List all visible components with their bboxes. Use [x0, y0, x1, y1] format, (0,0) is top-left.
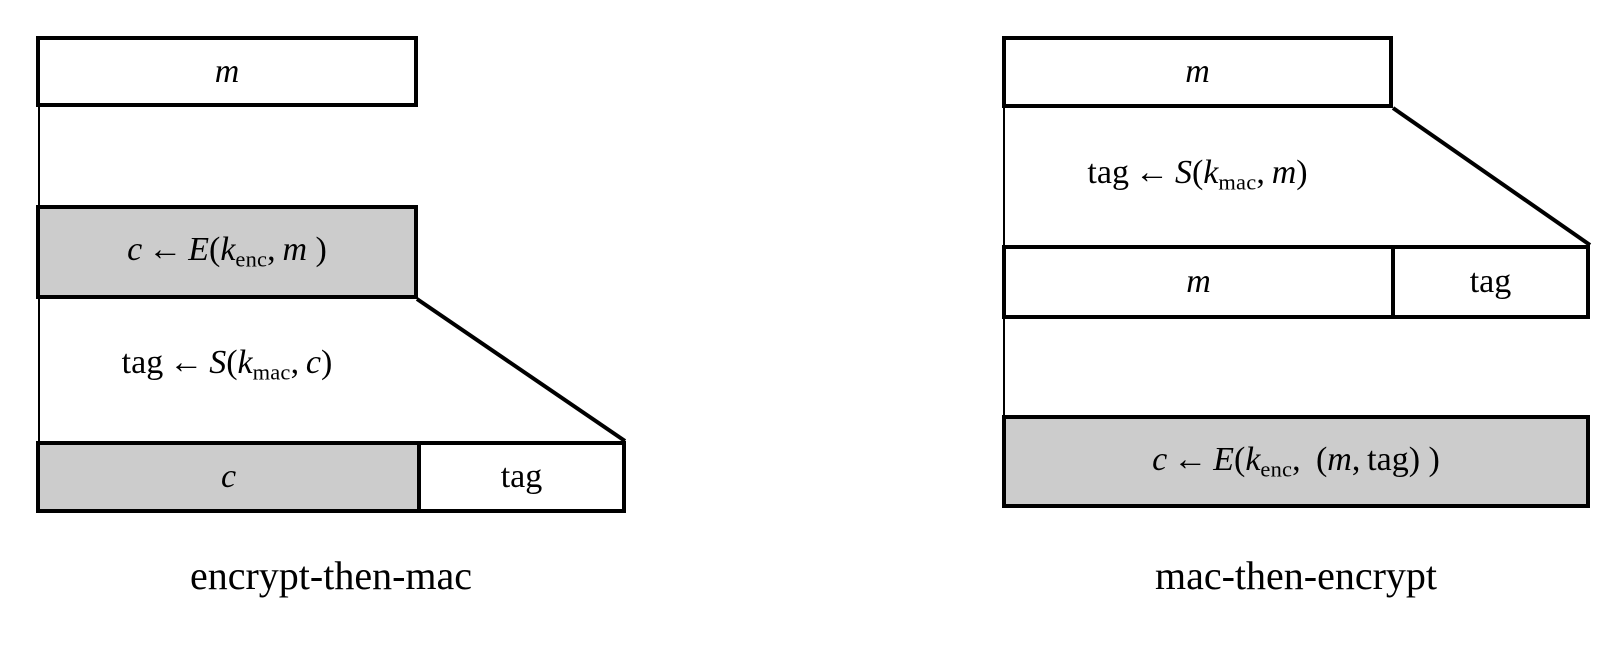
right-encrypt-arrow: ←	[1173, 440, 1208, 478]
left-mac-arg: c	[305, 344, 322, 382]
right-mac-arrow: ←	[1134, 154, 1169, 192]
right-encrypt-key-subscript: enc	[1260, 455, 1293, 481]
left-encrypt-key: k	[220, 231, 236, 269]
right-encrypt-expression: c←E(kenc, (m, tag) )	[1152, 440, 1440, 481]
left-funnel-stem-lower	[38, 297, 40, 443]
right-encrypt-key: k	[1245, 440, 1261, 478]
right-encrypt-fn: E	[1213, 440, 1234, 478]
right-mac-key-subscript: mac	[1218, 169, 1257, 195]
left-output-ciphertext-label: c	[220, 458, 237, 495]
right-mac-expression: tag←S(kmac, m)	[1087, 156, 1307, 194]
right-middle-tag-cell: tag	[1395, 249, 1586, 315]
left-funnel-stem-upper	[38, 105, 40, 207]
right-encrypt-arg-comma: ,	[1351, 440, 1361, 478]
left-encrypt-box: c←E(kenc, m )	[36, 205, 418, 299]
right-caption: mac-then-encrypt	[1154, 553, 1438, 598]
right-encrypt-open-paren: (	[1233, 440, 1246, 478]
left-output-tag-label: tag	[500, 458, 543, 495]
left-encrypt-expression: c←E(kenc, m )	[127, 233, 327, 271]
right-encrypt-box: c←E(kenc, (m, tag) )	[1002, 415, 1590, 508]
right-message-label: m	[1185, 53, 1210, 90]
right-encrypt-comma: ,	[1292, 440, 1301, 478]
left-encrypt-arrow: ←	[148, 231, 183, 269]
right-encrypt-lhs: c	[1152, 440, 1168, 478]
right-mac-arg: m	[1271, 154, 1297, 192]
right-encrypt-arg-open-paren: (	[1315, 440, 1328, 478]
left-output-ciphertext-cell: c	[40, 445, 421, 509]
left-mac-step-label: tag←S(kmac, c)	[36, 330, 418, 400]
right-middle-tag-label: tag	[1469, 263, 1512, 300]
left-mac-comma: ,	[290, 344, 300, 382]
right-middle-message-label: m	[1186, 263, 1211, 300]
left-encrypt-fn: E	[188, 231, 209, 269]
mac-then-encrypt-diagram: m tag←S(kmac, m) m tag c←E(kenc, (m, tag…	[800, 0, 1614, 648]
left-mac-expression: tag←S(kmac, c)	[122, 346, 333, 384]
left-output-tag-cell: tag	[421, 445, 622, 509]
right-mac-open-paren: (	[1191, 154, 1204, 192]
right-mac-fn: S	[1174, 154, 1192, 192]
right-funnel-stem-upper	[1003, 106, 1005, 248]
right-mac-step-label: tag←S(kmac, m)	[1002, 140, 1393, 210]
left-mac-lhs: tag	[121, 344, 164, 382]
left-encrypt-comma: ,	[267, 231, 276, 269]
right-encrypt-arg-close-paren: )	[1408, 440, 1421, 478]
right-message-box: m	[1002, 36, 1393, 108]
left-encrypt-lhs: c	[127, 231, 143, 269]
left-mac-key-subscript: mac	[252, 359, 291, 385]
left-encrypt-arg: m	[282, 231, 308, 269]
left-encrypt-open-paren: (	[209, 231, 221, 269]
left-encrypt-close-paren: )	[315, 231, 327, 269]
right-encrypt-arg1: m	[1327, 440, 1352, 478]
left-encrypt-key-subscript: enc	[235, 246, 268, 272]
left-message-box: m	[36, 36, 418, 107]
left-mac-open-paren: (	[226, 344, 238, 382]
left-caption: encrypt-then-mac	[189, 553, 473, 598]
right-encrypt-arg2: tag	[1367, 440, 1409, 478]
left-mac-fn: S	[209, 344, 227, 382]
right-mac-comma: ,	[1256, 154, 1265, 192]
left-mac-key: k	[237, 344, 253, 382]
left-mac-close-paren: )	[321, 344, 333, 382]
right-mac-lhs: tag	[1087, 154, 1129, 192]
right-funnel-stem-lower	[1003, 317, 1005, 417]
right-mac-key: k	[1203, 154, 1219, 192]
right-encrypt-close-paren: )	[1428, 440, 1440, 478]
right-middle-message-cell: m	[1006, 249, 1395, 315]
right-mac-close-paren: )	[1296, 154, 1308, 192]
right-middle-box: m tag	[1002, 245, 1590, 319]
left-output-box: c tag	[36, 441, 626, 513]
left-mac-arrow: ←	[169, 344, 204, 382]
encrypt-then-mac-diagram: m c←E(kenc, m ) tag←S(kmac, c) c tag enc…	[0, 0, 800, 648]
left-message-label: m	[214, 52, 240, 90]
